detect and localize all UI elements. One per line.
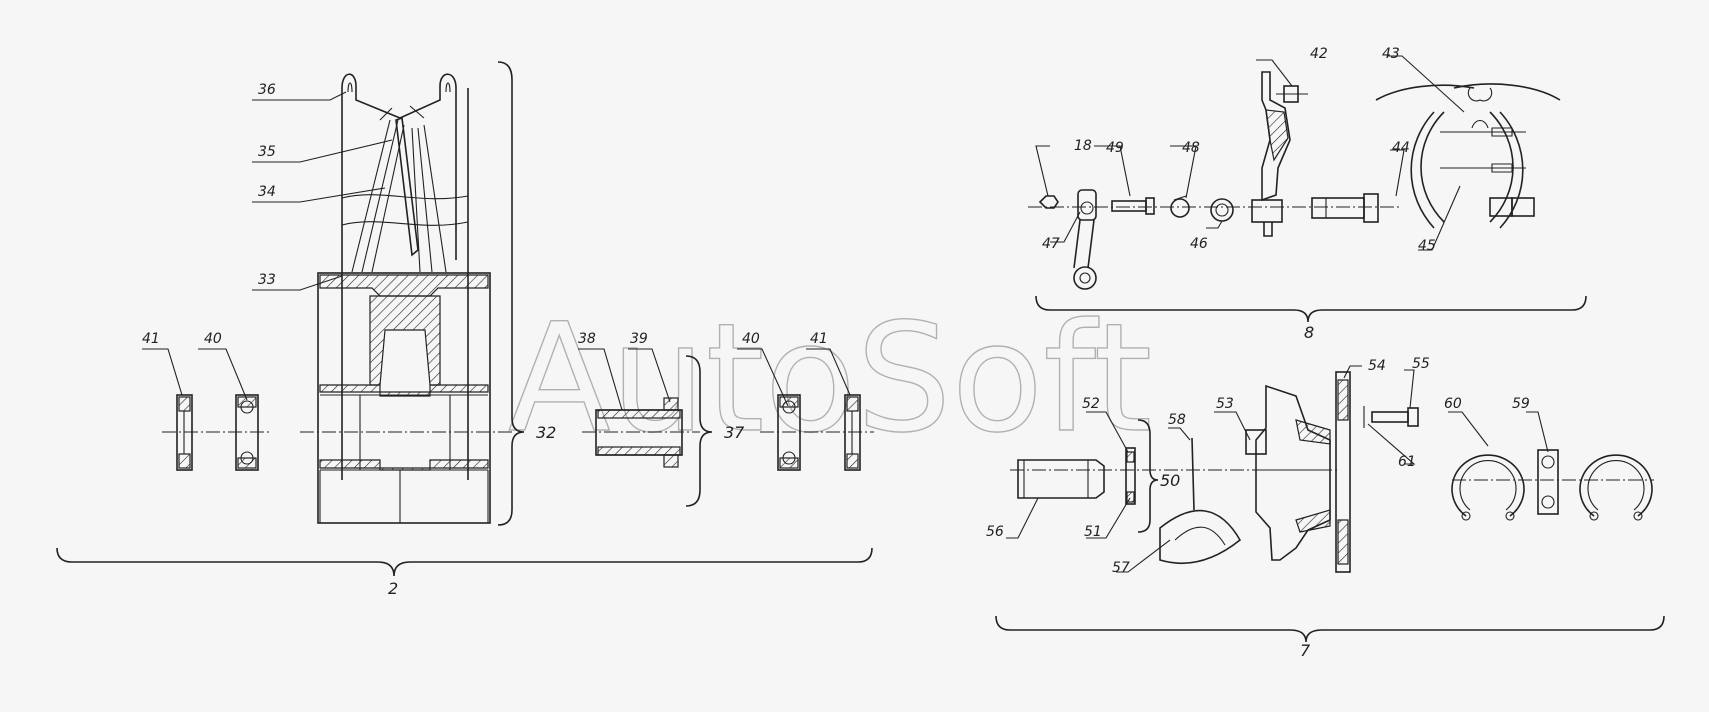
callout-59: 59 (1512, 396, 1530, 412)
callout-48: 48 (1182, 140, 1200, 156)
callout-44: 44 (1392, 140, 1410, 156)
brake-group-8 (1028, 55, 1587, 323)
callout-41-left: 41 (142, 331, 160, 347)
callout-33: 33 (258, 272, 276, 288)
callout-40-right: 40 (742, 331, 760, 347)
callout-40-left: 40 (204, 331, 222, 347)
callout-18: 18 (1074, 138, 1092, 154)
callout-2: 2 (388, 579, 398, 598)
callout-45: 45 (1418, 238, 1436, 254)
callout-34: 34 (258, 184, 276, 200)
callout-47: 47 (1042, 236, 1060, 252)
callout-39: 39 (630, 331, 648, 347)
callout-8: 8 (1304, 323, 1314, 342)
callout-43: 43 (1382, 46, 1400, 62)
callout-54: 54 (1368, 358, 1386, 374)
callout-56: 56 (986, 524, 1004, 540)
wheel-hub-assembly (56, 61, 874, 577)
watermark: AutoSoft (508, 292, 1152, 466)
callout-58: 58 (1168, 412, 1186, 428)
callout-49: 49 (1106, 140, 1124, 156)
callout-7: 7 (1300, 641, 1311, 660)
callout-55: 55 (1412, 356, 1430, 372)
callout-32: 32 (536, 423, 556, 442)
callout-37: 37 (724, 423, 745, 442)
callout-60: 60 (1444, 396, 1462, 412)
callout-51: 51 (1084, 524, 1102, 540)
callout-42: 42 (1310, 46, 1328, 62)
callout-57: 57 (1112, 560, 1130, 576)
callout-61: 61 (1398, 454, 1416, 470)
callout-53: 53 (1216, 396, 1234, 412)
callout-41-right: 41 (810, 331, 828, 347)
callout-36: 36 (258, 82, 276, 98)
callout-46: 46 (1190, 236, 1208, 252)
callout-50: 50 (1160, 471, 1180, 490)
hub-group-7 (995, 365, 1665, 643)
callout-38: 38 (578, 331, 596, 347)
callout-35: 35 (258, 144, 276, 160)
callout-52: 52 (1082, 396, 1100, 412)
